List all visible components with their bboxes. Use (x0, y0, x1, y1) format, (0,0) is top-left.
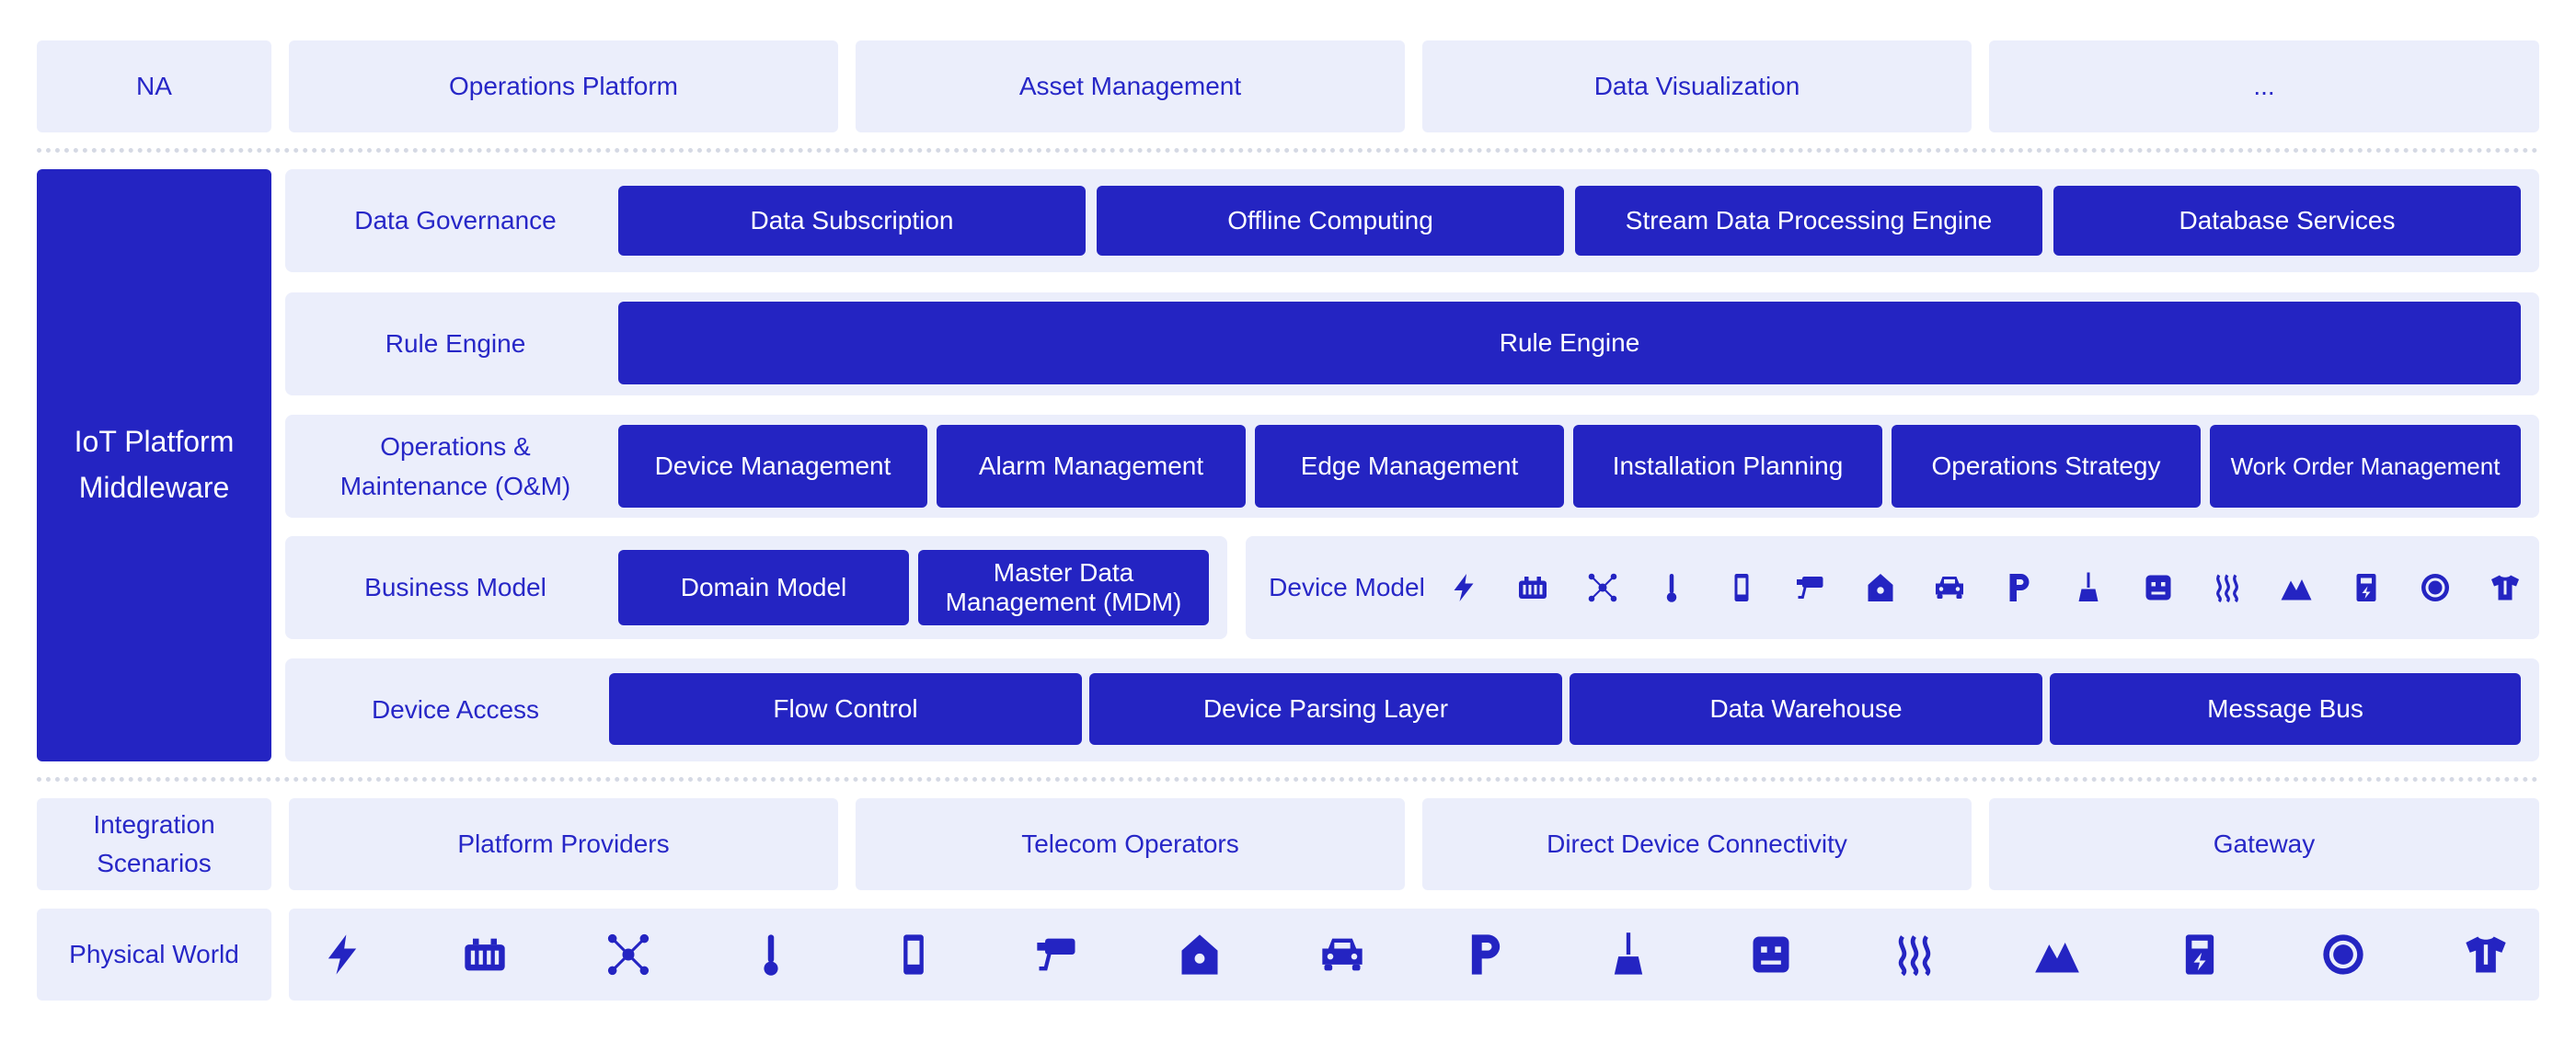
broom-icon (1604, 931, 1652, 978)
rule-engine-box: Rule Engine (618, 302, 2521, 384)
robot-face-icon (1747, 931, 1795, 978)
t-shirt-icon (2489, 571, 2522, 604)
data-warehouse-box: Data Warehouse (1570, 673, 2042, 745)
middleware-title: IoT Platform Middleware (37, 169, 271, 761)
network-nodes-icon (1586, 571, 1619, 604)
power-meter-icon (2176, 931, 2224, 978)
top-divider (37, 148, 2539, 153)
device-access-label: Device Access (371, 695, 540, 724)
device-management-box: Device Management (618, 425, 927, 508)
operations-strategy-box: Operations Strategy (1892, 425, 2201, 508)
data-governance-label: Data Governance (354, 206, 557, 235)
device-phone-icon (890, 931, 937, 978)
rule-engine-label: Rule Engine (385, 329, 526, 358)
lightning-icon (318, 931, 366, 978)
smart-home-icon (1176, 931, 1224, 978)
mdm-box: Master Data Management (MDM) (918, 550, 1209, 625)
thermometer-icon (747, 931, 795, 978)
domain-model-box: Domain Model (618, 550, 909, 625)
top-row-label: NA (37, 40, 271, 132)
device-model-icons (1447, 567, 2522, 608)
disc-icon (2419, 571, 2452, 604)
robot-face-icon (2142, 571, 2175, 604)
heat-waves-icon (1891, 931, 1938, 978)
car-icon (1318, 931, 1366, 978)
car-icon (1933, 571, 1966, 604)
top-item-data-visualization: Data Visualization (1422, 40, 1972, 132)
camera-icon (1794, 571, 1827, 604)
t-shirt-icon (2462, 931, 2510, 978)
om-label: Operations & Maintenance (O&M) (339, 431, 571, 500)
lightning-icon (1447, 571, 1480, 604)
thermometer-icon (1655, 571, 1688, 604)
power-meter-icon (2350, 571, 2383, 604)
offline-computing-box: Offline Computing (1097, 186, 1564, 256)
top-item-asset-management: Asset Management (856, 40, 1405, 132)
top-item-operations-platform: Operations Platform (289, 40, 838, 132)
bottom-divider (37, 777, 2539, 782)
work-order-management-box: Work Order Management (2210, 425, 2521, 508)
battery-icon (1516, 571, 1549, 604)
alarm-management-box: Alarm Management (937, 425, 1246, 508)
device-phone-icon (1725, 571, 1758, 604)
heat-waves-icon (2211, 571, 2244, 604)
gateway-box: Gateway (1989, 798, 2539, 890)
direct-device-connectivity-box: Direct Device Connectivity (1422, 798, 1972, 890)
edge-management-box: Edge Management (1255, 425, 1564, 508)
smart-home-icon (1864, 571, 1897, 604)
mountains-icon (2280, 571, 2313, 604)
parking-icon (1462, 931, 1510, 978)
disc-icon (2319, 931, 2367, 978)
flow-control-box: Flow Control (609, 673, 1082, 745)
telecom-operators-box: Telecom Operators (856, 798, 1405, 890)
database-services-box: Database Services (2053, 186, 2521, 256)
parking-icon (2003, 571, 2036, 604)
message-bus-box: Message Bus (2050, 673, 2521, 745)
device-model-label: Device Model (1269, 573, 1425, 601)
installation-planning-box: Installation Planning (1573, 425, 1882, 508)
broom-icon (2072, 571, 2105, 604)
physical-world-label: Physical World (37, 909, 271, 1001)
mountains-icon (2033, 931, 2081, 978)
business-model-label: Business Model (364, 573, 546, 601)
camera-icon (1033, 931, 1081, 978)
integration-label: Integration Scenarios (37, 798, 271, 890)
top-item-more: ... (1989, 40, 2539, 132)
physical-world-icons (318, 929, 2510, 980)
platform-providers-box: Platform Providers (289, 798, 838, 890)
battery-icon (461, 931, 509, 978)
network-nodes-icon (604, 931, 652, 978)
data-subscription-box: Data Subscription (618, 186, 1086, 256)
stream-processing-box: Stream Data Processing Engine (1575, 186, 2042, 256)
physical-world-panel (289, 909, 2539, 1001)
device-parsing-layer-box: Device Parsing Layer (1089, 673, 1562, 745)
